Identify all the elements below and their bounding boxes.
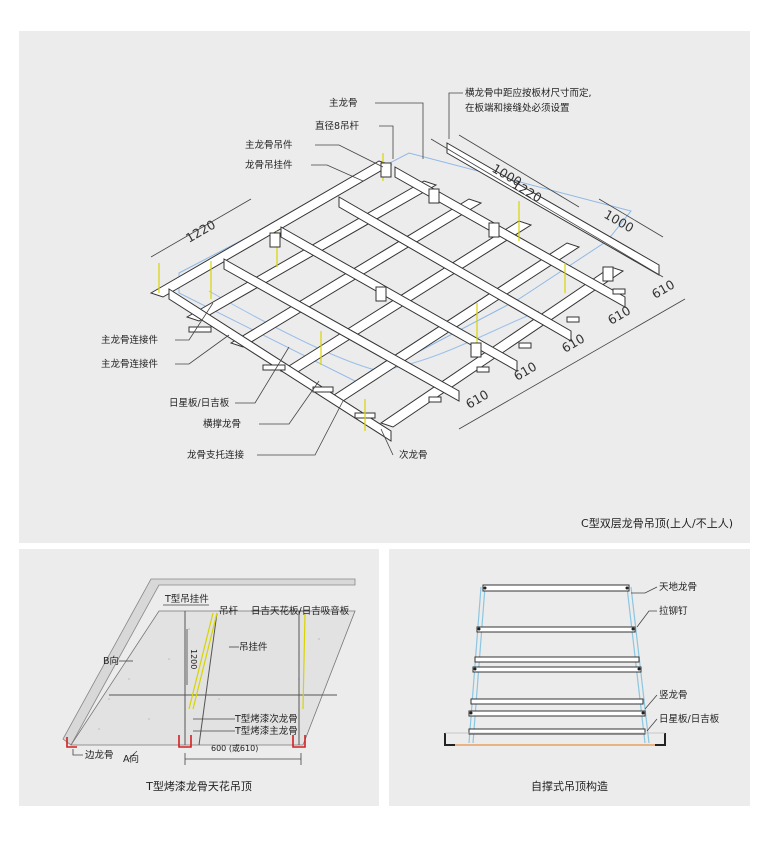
dim-610-5: 610 [649, 277, 677, 302]
leader-lines [175, 92, 463, 456]
t-dimension-lines [184, 629, 302, 765]
c-type-ceiling-panel: 1220 1000 1220 1000 610 610 610 610 610 … [19, 31, 750, 543]
dim-1220-top: 1220 [510, 177, 545, 206]
c-type-ceiling-drawing: 1220 1000 1220 1000 610 610 610 610 610 … [101, 87, 686, 461]
label-rivet: 拉铆钉 [659, 605, 688, 617]
t-leader-lines [72, 604, 309, 760]
label-board-self: 日星板/日吉板 [659, 713, 720, 725]
label-t-main-keel: T型烤漆主龙骨 [234, 725, 298, 737]
t-keel-lines [109, 611, 337, 746]
label-rod8: 直径8吊杆 [315, 120, 360, 132]
ceiling-slab [70, 610, 356, 746]
self-supporting-ceiling-panel: 天地龙骨 拉铆钉 竖龙骨 日星板/日吉板 自撑式吊顶构造 [389, 549, 750, 806]
label-sub-keel: 次龙骨 [399, 449, 428, 461]
label-board-t: 日吉天花板/日吉吸音板 [251, 605, 350, 617]
dim-610-4: 610 [605, 303, 633, 328]
label-support-conn: 龙骨支托连接 [187, 449, 245, 461]
dim-1220-left: 1220 [183, 217, 218, 246]
label-keel-hanger: 龙骨吊挂件 [245, 159, 293, 171]
note-line-2: 在板端和接缝处必须设置 [465, 102, 570, 114]
label-b-direction: B向 [103, 655, 119, 667]
label-main-keel: 主龙骨 [329, 97, 358, 109]
label-a-direction: A向 [123, 753, 139, 765]
caption-self-supporting: 自撑式吊顶构造 [531, 780, 608, 793]
t-hanger-rods [188, 612, 306, 710]
dim-610-1: 610 [463, 387, 491, 412]
label-main-conn-2: 主龙骨连接件 [101, 358, 159, 370]
secondary-keels [168, 142, 660, 442]
label-vertical-keel: 竖龙骨 [659, 689, 688, 701]
label-board: 日星板/日吉板 [169, 397, 230, 409]
slab-texture [98, 628, 320, 730]
edge-keels [66, 735, 306, 748]
rivet-dots [469, 586, 645, 715]
label-t-hanger: T型吊挂件 [164, 593, 209, 605]
hanger-fittings [269, 162, 614, 358]
label-main-hanger: 主龙骨吊件 [245, 139, 293, 151]
dimension-lines [150, 134, 686, 430]
self-leader-lines [631, 586, 658, 732]
caption-t-type: T型烤漆龙骨天花吊顶 [146, 780, 252, 793]
dim-1200-vertical: 1200 [189, 649, 198, 669]
caption-c-type: C型双层龙骨吊顶(上人/不上人) [581, 517, 733, 530]
t-type-ceiling-panel: 600 (或610) 1200 T型吊挂件 吊杆 日吉天花板/日吉吸音板 吊挂件… [19, 549, 379, 806]
side-frames [468, 586, 650, 744]
label-edge-keel: 边龙骨 [85, 749, 114, 761]
label-t-sub-keel: T型烤漆次龙骨 [234, 713, 298, 725]
label-rod: 吊杆 [219, 605, 239, 617]
dim-600-or-610: 600 (或610) [211, 743, 258, 753]
label-main-conn-1: 主龙骨连接件 [101, 334, 159, 346]
t-type-ceiling-drawing: 600 (或610) 1200 T型吊挂件 吊杆 日吉天花板/日吉吸音板 吊挂件… [62, 578, 356, 765]
label-cross-keel: 横撑龙骨 [203, 418, 241, 430]
note-line-1: 横龙骨中距应按板材尺寸而定, [465, 87, 592, 99]
horizontal-keels [468, 584, 646, 735]
label-hanger: 吊挂件 [239, 641, 268, 653]
self-supporting-drawing: 天地龙骨 拉铆钉 竖龙骨 日星板/日吉板 [444, 581, 720, 746]
label-floor-keel: 天地龙骨 [659, 581, 697, 593]
base-board [444, 732, 666, 746]
